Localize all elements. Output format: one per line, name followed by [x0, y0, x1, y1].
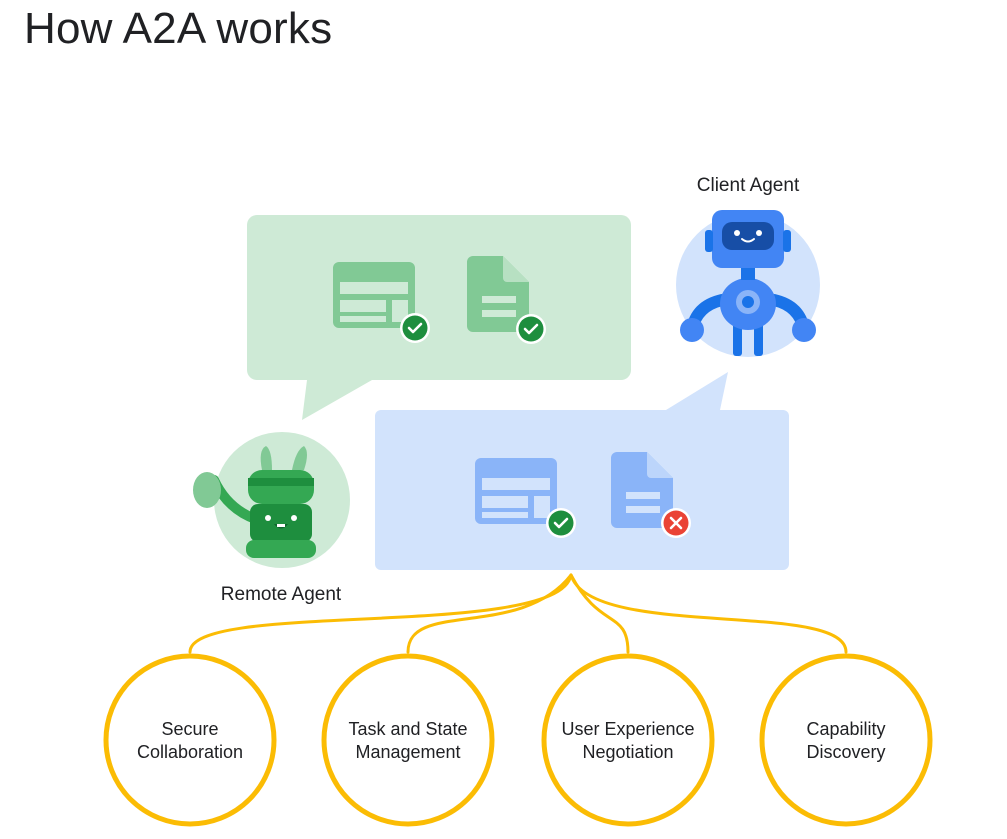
table-icon [333, 262, 415, 328]
capability-task-state-management: Task and State Management [321, 653, 495, 827]
capability-label: Secure [161, 719, 218, 739]
capability-label: Capability [806, 719, 885, 739]
capability-label: User Experience [561, 719, 694, 739]
page-title: How A2A works [24, 4, 333, 53]
remote-agent-bubble [247, 215, 631, 420]
remote-agent-robot-icon [193, 432, 350, 568]
capability-label: Collaboration [137, 742, 243, 762]
check-icon [546, 508, 576, 538]
capability-label: Discovery [806, 742, 885, 762]
client-agent-bubble [375, 372, 789, 570]
check-icon [516, 314, 546, 344]
check-icon [400, 313, 430, 343]
capability-user-experience-negotiation: User Experience Negotiation [541, 653, 715, 827]
capability-label: Management [355, 742, 460, 762]
capability-connectors [188, 573, 848, 654]
capability-label: Task and State [348, 719, 467, 739]
capability-label: Negotiation [582, 742, 673, 762]
document-icon [467, 256, 529, 332]
error-icon [661, 508, 691, 538]
client-agent-robot-icon [676, 210, 820, 357]
table-icon [475, 458, 557, 524]
capability-secure-collaboration: Secure Collaboration [103, 653, 277, 827]
document-icon [611, 452, 673, 528]
client-agent-label: Client Agent [697, 175, 800, 196]
remote-agent-label: Remote Agent [221, 584, 342, 605]
capability-discovery: Capability Discovery [759, 653, 933, 827]
